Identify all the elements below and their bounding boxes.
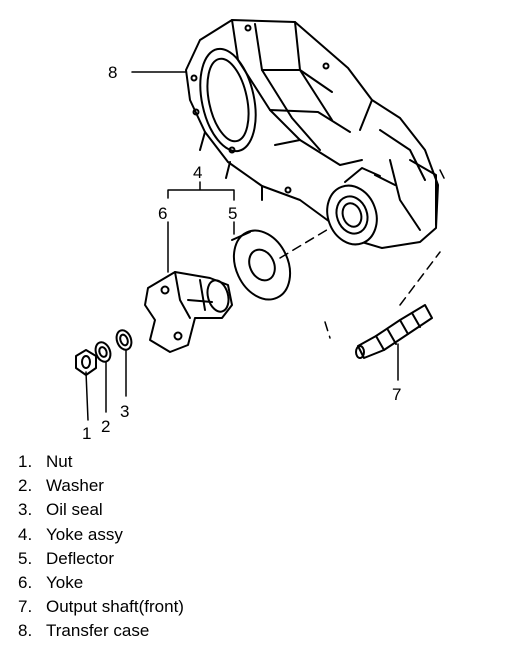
nut — [75, 349, 97, 376]
legend-number: 3. — [18, 500, 33, 520]
legend-label: Output shaft(front) — [46, 597, 184, 617]
legend-item: 7. Output shaft(front) — [18, 595, 184, 619]
callout-6: 6 — [158, 204, 167, 223]
oil-seal — [115, 329, 133, 351]
legend-number: 5. — [18, 548, 33, 568]
legend-label: Yoke assy — [46, 524, 123, 544]
legend-label: Deflector — [46, 548, 115, 568]
callout-4: 4 — [193, 163, 202, 182]
legend-item: 6. Yoke — [18, 571, 184, 595]
deflector — [231, 229, 292, 301]
legend-item: 2. Washer — [18, 474, 184, 498]
legend-number: 6. — [18, 572, 33, 592]
legend-label: Yoke — [46, 572, 84, 592]
callout-8: 8 — [108, 63, 117, 82]
callout-7: 7 — [392, 385, 401, 404]
callout-5: 5 — [228, 204, 237, 223]
legend-label: Transfer case — [46, 621, 150, 641]
legend-item: 4. Yoke assy — [18, 523, 184, 547]
transfer-case — [185, 19, 439, 249]
legend-label: Oil seal — [46, 500, 103, 520]
callout-3: 3 — [120, 402, 129, 421]
yoke — [144, 271, 233, 353]
legend-number: 1. — [18, 452, 33, 471]
legend-label: Nut — [46, 452, 73, 471]
legend-number: 2. — [18, 476, 33, 496]
callout-1: 1 — [82, 424, 91, 443]
legend-item: 3. Oil seal — [18, 498, 184, 522]
washer — [94, 341, 112, 363]
parts-legend: 1. Nut 2. Washer 3. Oil seal 4. Yoke assy 5.… — [18, 450, 184, 644]
legend-item: 5. Deflector — [18, 547, 184, 571]
legend-number: 7. — [18, 597, 33, 617]
callout-2: 2 — [101, 417, 110, 436]
legend-item: 8. Transfer case — [18, 619, 184, 643]
legend-item: 1. Nut — [18, 450, 184, 474]
exploded-parts-diagram: 1 2 3 4 5 6 7 8 — [75, 19, 446, 443]
assembly-lines — [279, 169, 446, 339]
legend-number: 8. — [18, 621, 33, 641]
leader-lines — [85, 71, 399, 421]
output-shaft-front — [355, 304, 433, 359]
legend-label: Washer — [46, 476, 104, 496]
legend-number: 4. — [18, 524, 33, 544]
